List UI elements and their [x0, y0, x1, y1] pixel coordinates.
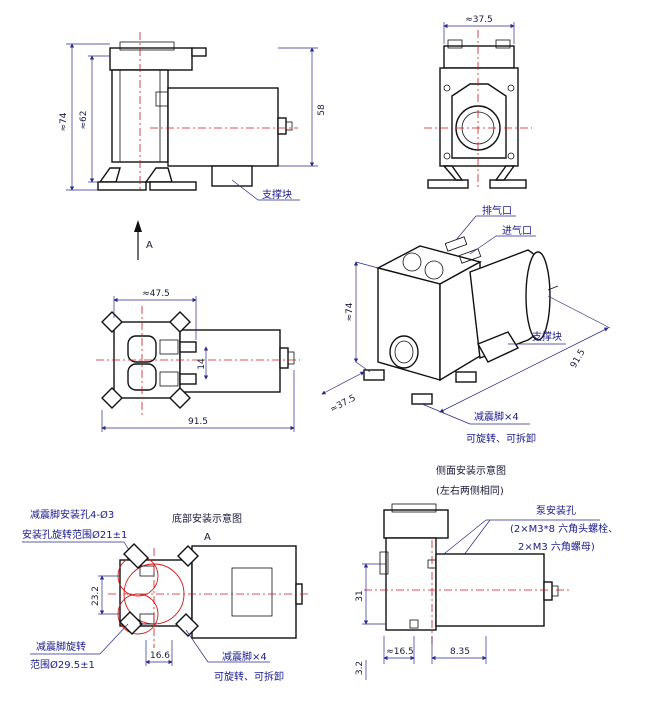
side-install-callout-bolts: (2×M3*8 六角头螺栓、: [510, 522, 618, 535]
top-dim-length: 91.5: [188, 417, 208, 427]
side-install-callout-nuts: 2×M3 六角螺母): [518, 541, 595, 553]
front-dim-height-overall: ≈74: [59, 112, 69, 131]
bottom-view: 底部安装示意图 A 减震脚安装孔4-Ø3 安装孔旋转范围Ø21±1 23.2 1…: [22, 508, 310, 683]
bottom-title: 底部安装示意图: [172, 512, 242, 525]
top-dim-width: ≈47.5: [142, 289, 170, 299]
top-dim-port-spacing: 14: [197, 358, 207, 370]
bottom-callout-holes: 减震脚安装孔4-Ø3: [30, 508, 114, 521]
bottom-callout-rotate-range: 范围Ø29.5±1: [30, 658, 95, 671]
side-install-callout-holes: 泵安装孔: [536, 504, 576, 517]
iso-dim-height: ≈74: [345, 302, 355, 321]
iso-callout-feet-note: 可旋转、可拆卸: [466, 432, 536, 445]
side-install-title-sub: (左右两侧相同): [436, 484, 504, 497]
side-install-dim-left: ≈16.5: [386, 647, 414, 657]
iso-callout-exhaust: 排气口: [482, 204, 512, 217]
bottom-callout-holes-range: 安装孔旋转范围Ø21±1: [22, 528, 127, 541]
iso-callout-intake: 进气口: [502, 224, 532, 237]
front-dim-height-body: ≈62: [79, 111, 89, 130]
side-install-dim-height: 31: [355, 590, 365, 601]
iso-callout-support: 支撑块: [532, 330, 562, 343]
bottom-dim-vertical: 23.2: [91, 586, 101, 606]
side-install-title: 侧面安装示意图: [436, 464, 506, 477]
bottom-dim-horizontal: 16.6: [150, 651, 170, 661]
side-install-dim-spacing: 8.35: [450, 647, 470, 657]
bottom-callout-feet: 减震脚×4: [222, 650, 267, 663]
view-arrow-a: A: [134, 220, 153, 260]
front-view: ≈74 ≈62 58 支撑块: [59, 32, 327, 201]
top-view: ≈47.5 91.5 14: [96, 289, 300, 432]
side-install-view: 侧面安装示意图 (左右两侧相同) 泵安装孔 (2×M3*8 六角头螺栓、 2×M…: [355, 464, 618, 680]
bottom-title-sub: A: [204, 532, 211, 543]
bottom-callout-rotate: 减震脚旋转: [36, 640, 86, 653]
side-install-dim-bottom: 3.2: [355, 661, 365, 675]
side-dim-width: ≈37.5: [465, 15, 493, 25]
front-callout-support: 支撑块: [262, 188, 292, 201]
iso-dim-length: 91.5: [569, 348, 588, 370]
iso-view: 排气口 进气口 支撑块 ≈74 ≈37.5 91.5 减震脚×4 可旋转、可拆卸: [321, 204, 611, 445]
arrow-label: A: [146, 240, 153, 251]
iso-callout-feet: 减震脚×4: [474, 410, 519, 423]
front-dim-motor-height: 58: [317, 104, 327, 116]
side-view: ≈37.5: [424, 15, 532, 190]
bottom-callout-feet-note: 可旋转、可拆卸: [214, 670, 284, 683]
iso-dim-width: ≈37.5: [329, 393, 358, 415]
